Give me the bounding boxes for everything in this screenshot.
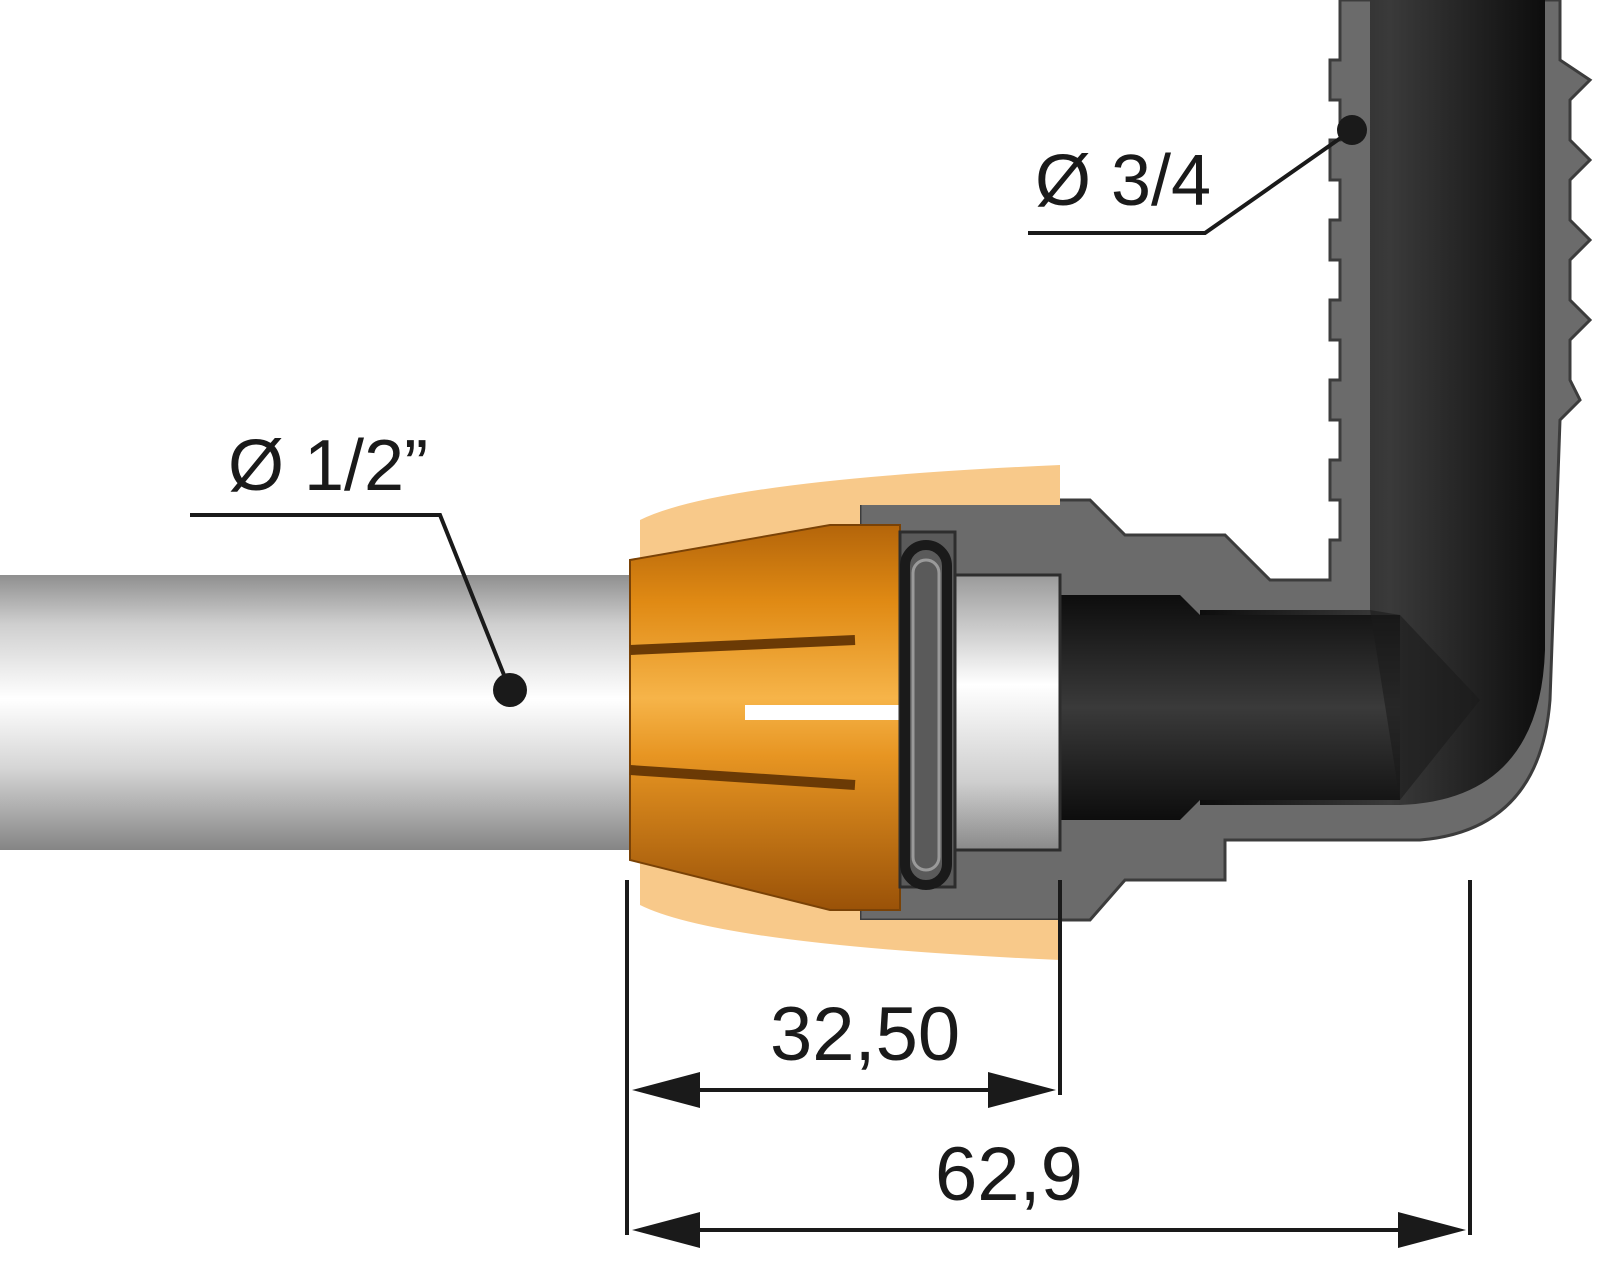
- outlet-diameter-leader-dot: [1337, 115, 1367, 145]
- pipe: [0, 575, 640, 850]
- collet-slot: [629, 765, 856, 790]
- outlet-insert: [1200, 0, 1545, 805]
- o-ring: [900, 540, 952, 890]
- o-ring-highlight: [911, 558, 941, 872]
- overall-length-arrow-left: [632, 1212, 700, 1248]
- insert-inner-corner: [1370, 610, 1480, 800]
- outlet-insert-horizontal: [1060, 595, 1400, 820]
- outlet-diameter-label: Ø 3/4: [1035, 141, 1211, 221]
- overall-length-value: 62,9: [935, 1132, 1083, 1217]
- outlet-diameter-leader: [1028, 128, 1354, 235]
- fitting-depth-arrow-left: [632, 1072, 700, 1108]
- overall-length-arrow-right: [1398, 1212, 1466, 1248]
- pipe-diameter-label: Ø 1/2”: [228, 426, 428, 506]
- collet-slot: [629, 635, 856, 655]
- fitting-depth-arrow-right: [988, 1072, 1056, 1108]
- support-ring: [953, 573, 1062, 852]
- pipe-diameter-leader-dot: [493, 673, 527, 707]
- pipe-diameter-leader: [190, 513, 512, 691]
- fitting-depth-value: 32,50: [770, 992, 960, 1077]
- collet-slot-highlight: [745, 705, 900, 720]
